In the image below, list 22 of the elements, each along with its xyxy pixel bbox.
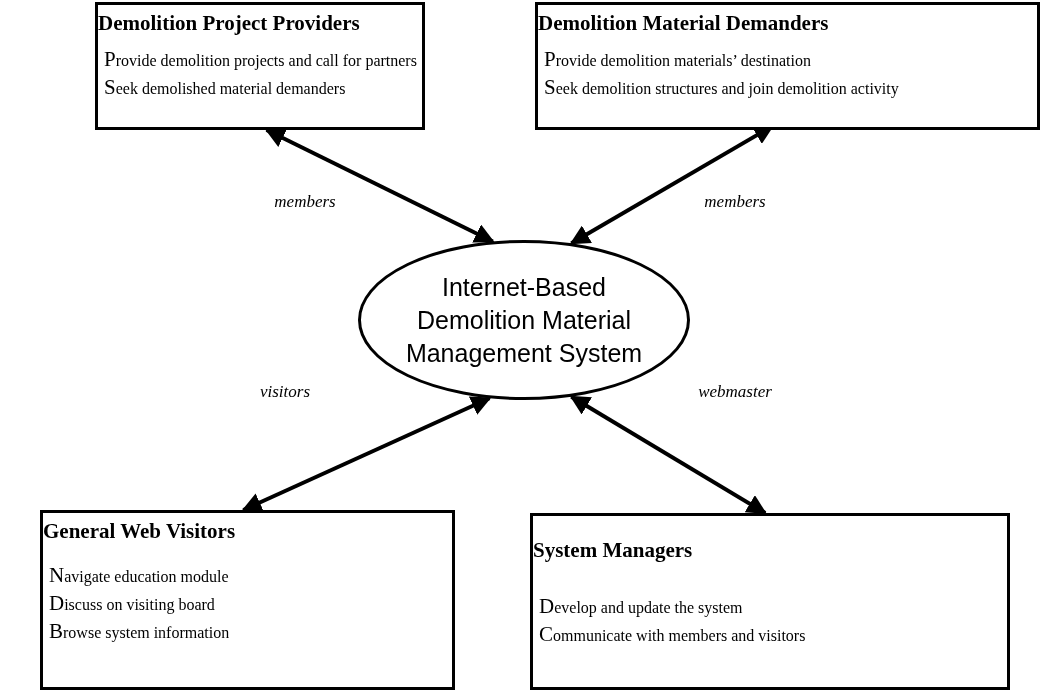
- role-duty: Provide demolition materials’ destination: [544, 46, 811, 73]
- role-duty: Discuss on visiting board: [49, 590, 215, 617]
- role-box: [530, 513, 1010, 690]
- system-ellipse: [358, 240, 690, 400]
- role-box: [535, 2, 1040, 130]
- role-title: System Managers: [533, 538, 693, 563]
- role-title: General Web Visitors: [43, 519, 236, 544]
- role-box: [95, 2, 425, 130]
- role-duty: Navigate education module: [49, 562, 229, 589]
- double-arrow: [241, 396, 492, 512]
- system-name: Internet-Based Demolition Material Management System: [404, 271, 644, 369]
- double-arrow: [569, 394, 767, 515]
- role-duty: Provide demolition projects and call for partners: [104, 46, 417, 73]
- role-duty: Seek demolition structures and join demolition activity: [544, 74, 899, 101]
- role-duty: Browse system information: [49, 618, 230, 645]
- double-arrow: [264, 128, 495, 244]
- role-title: Demolition Project Providers: [98, 11, 360, 36]
- role-title: Demolition Material Demanders: [538, 11, 829, 36]
- role-duty: Develop and update the system: [539, 593, 743, 620]
- role-duty: Communicate with members and visitors: [539, 621, 806, 648]
- role-box: [40, 510, 455, 690]
- role-duty: Seek demolished material demanders: [104, 74, 346, 101]
